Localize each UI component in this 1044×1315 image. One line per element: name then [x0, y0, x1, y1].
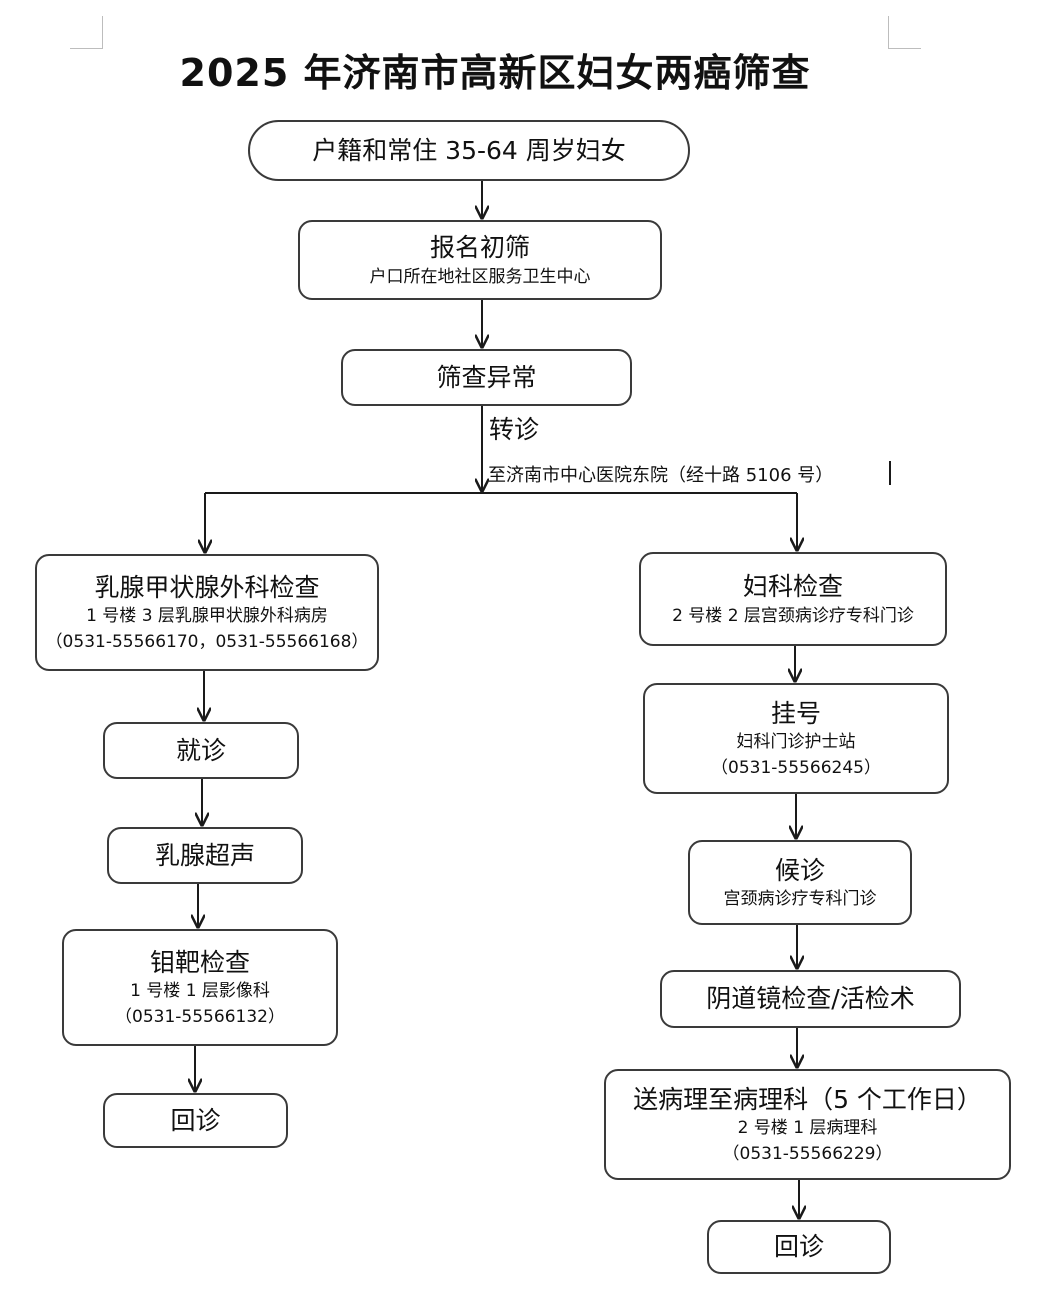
pathology-location: 2 号楼 1 层病理科	[737, 1118, 878, 1139]
register-title: 报名初筛	[429, 233, 530, 263]
breast-exam-location: 1 号楼 3 层乳腺甲状腺外科病房	[86, 606, 328, 627]
left-return-title: 回诊	[170, 1105, 221, 1135]
left-return-visit-node: 回诊	[103, 1093, 288, 1148]
visit-node: 就诊	[103, 722, 299, 779]
registration-location: 妇科门诊护士站	[736, 732, 856, 753]
right-return-visit-node: 回诊	[707, 1220, 891, 1274]
screening-abnormal-node: 筛查异常	[341, 349, 632, 406]
breast-ultrasound-node: 乳腺超声	[107, 827, 303, 884]
gyn-exam-title: 妇科检查	[742, 572, 843, 602]
mammography-title: 钼靶检查	[149, 948, 250, 978]
register-location: 户口所在地社区服务卫生中心	[369, 266, 591, 287]
breast-exam-title: 乳腺甲状腺外科检查	[94, 573, 320, 603]
right-return-title: 回诊	[773, 1232, 824, 1262]
pathology-phone: （0531-55566229）	[722, 1143, 893, 1164]
abnormal-title: 筛查异常	[436, 362, 537, 392]
pathology-title: 送病理至病理科（5 个工作日）	[633, 1085, 982, 1115]
registration-phone: （0531-55566245）	[711, 757, 881, 778]
referral-destination: 至济南市中心医院东院（经十路 5106 号）	[488, 465, 834, 486]
page-corner-mark-right	[888, 16, 921, 49]
page-title: 2025 年济南市高新区妇女两癌筛查	[179, 51, 811, 95]
pathology-node: 送病理至病理科（5 个工作日） 2 号楼 1 层病理科 （0531-555662…	[604, 1069, 1011, 1180]
waiting-node: 候诊 宫颈病诊疗专科门诊	[688, 840, 912, 925]
colposcopy-title: 阴道镜检查/活检术	[706, 984, 915, 1014]
register-screening-node: 报名初筛 户口所在地社区服务卫生中心	[298, 220, 662, 300]
registration-node: 挂号 妇科门诊护士站 （0531-55566245）	[643, 683, 949, 794]
breast-thyroid-exam-node: 乳腺甲状腺外科检查 1 号楼 3 层乳腺甲状腺外科病房 （0531-555661…	[35, 554, 379, 671]
page-corner-mark-left	[70, 16, 103, 49]
gyn-exam-location: 2 号楼 2 层宫颈病诊疗专科门诊	[672, 605, 914, 626]
colposcopy-biopsy-node: 阴道镜检查/活检术	[660, 970, 961, 1028]
mammography-phone: （0531-55566132）	[115, 1006, 285, 1027]
eligibility-title: 户籍和常住 35-64 周岁妇女	[312, 135, 626, 165]
registration-title: 挂号	[770, 699, 821, 729]
mammography-node: 钼靶检查 1 号楼 1 层影像科 （0531-55566132）	[62, 929, 338, 1046]
visit-title: 就诊	[175, 735, 226, 765]
eligibility-node: 户籍和常住 35-64 周岁妇女	[248, 120, 690, 181]
ultrasound-title: 乳腺超声	[154, 840, 255, 870]
gynecology-exam-node: 妇科检查 2 号楼 2 层宫颈病诊疗专科门诊	[639, 552, 947, 646]
mammography-location: 1 号楼 1 层影像科	[130, 981, 270, 1002]
breast-exam-phone: （0531-55566170，0531-55566168）	[45, 631, 369, 652]
waiting-title: 候诊	[774, 855, 825, 885]
waiting-location: 宫颈病诊疗专科门诊	[723, 889, 877, 909]
referral-label: 转诊	[489, 415, 540, 444]
